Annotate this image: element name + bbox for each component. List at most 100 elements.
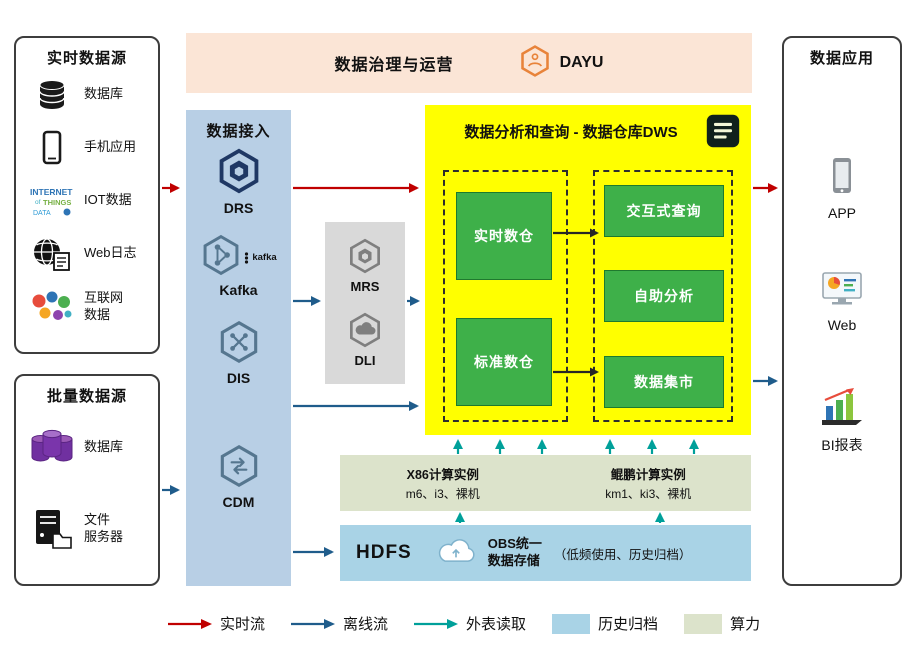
source-label: 手机应用	[84, 139, 137, 155]
x86-compute: X86计算实例 m6、i3、裸机	[340, 455, 546, 511]
web-dashboard-icon	[820, 272, 864, 312]
cdm-hexagon-icon	[217, 444, 261, 492]
dws-warehouse-box: 数据分析和查询 - 数据仓库DWS 实时数仓 标准数仓 交互式查询 自助分析 数…	[425, 105, 751, 435]
obs-label: OBS统一 数据存储	[487, 536, 542, 568]
legend-label: 历史归档	[598, 616, 659, 633]
legend-label: 算力	[730, 616, 761, 633]
legend-label: 离线流	[343, 616, 389, 633]
dws-title: 数据分析和查询 - 数据仓库DWS	[464, 124, 678, 141]
report-icon	[705, 113, 741, 154]
interactive-query-box: 交互式查询	[604, 185, 724, 237]
applications-panel: 数据应用 APP Web BI报表	[782, 36, 902, 586]
governance-banner: 数据治理与运营 DAYU	[186, 33, 752, 93]
service-label: MRS	[350, 279, 380, 294]
ingestion-title: 数据接入	[206, 123, 271, 140]
legend: 实时流 离线流 外表读取 历史归档 算力	[168, 613, 760, 634]
compute-swatch	[684, 613, 723, 634]
application-label: APP	[827, 205, 856, 221]
svg-text:of: of	[35, 199, 41, 206]
legend-item-archive: 历史归档	[552, 613, 658, 634]
dayu-brand: DAYU	[518, 44, 604, 83]
kunpeng-title: 鲲鹏计算实例	[610, 468, 686, 482]
legend-label: 外表读取	[466, 616, 527, 633]
legend-label: 实时流	[220, 616, 266, 633]
database-icon	[28, 77, 76, 113]
service-label: Kafka	[219, 282, 258, 298]
storage-box: HDFS OBS统一 数据存储 （低频使用、历史归档）	[340, 525, 751, 581]
source-label: Web日志	[84, 245, 137, 261]
kafka-logo-icon	[245, 251, 249, 264]
svg-text:INTERNET: INTERNET	[30, 187, 73, 197]
teal-arrow-icon	[414, 618, 459, 629]
legend-item-realtime: 实时流	[168, 613, 265, 634]
data-mart-box: 数据集市	[604, 356, 724, 408]
service-drs: DRS	[186, 148, 291, 216]
dws-header: 数据分析和查询 - 数据仓库DWS	[425, 105, 751, 154]
service-label: DLI	[354, 353, 376, 368]
ingestion-column: 数据接入 DRS kafka Kafka DIS	[186, 110, 291, 586]
svg-text:DATA: DATA	[33, 210, 51, 217]
batch-sources-panel: 批量数据源 数据库 文件 服务器	[14, 374, 160, 586]
kunpeng-compute: 鲲鹏计算实例 km1、ki3、裸机	[546, 455, 752, 511]
internet-data-icon	[28, 290, 76, 324]
legend-item-external-read: 外表读取	[414, 613, 526, 634]
source-item-weblog: Web日志	[16, 227, 158, 280]
source-label: 数据库	[84, 86, 124, 102]
application-label: Web	[827, 317, 857, 333]
source-label: IOT数据	[84, 192, 132, 208]
service-kafka: kafka Kafka	[186, 234, 291, 298]
mobile-phone-icon	[28, 130, 76, 166]
kunpeng-spec: km1、ki3、裸机	[605, 487, 692, 501]
warehouse-group-border	[443, 170, 568, 422]
blue-arrow-icon	[291, 618, 336, 629]
application-bi: BI报表	[784, 386, 900, 455]
source-label: 数据库	[84, 438, 124, 454]
hdfs-label: HDFS	[356, 542, 412, 563]
mrs-hexagon-icon	[347, 238, 383, 278]
drs-hexagon-icon	[216, 148, 262, 198]
bi-report-icon	[820, 388, 864, 430]
service-cdm: CDM	[186, 444, 291, 510]
obs-cloud-icon	[434, 536, 478, 571]
self-service-analysis-box: 自助分析	[604, 270, 724, 322]
source-item-database: 数据库	[16, 68, 158, 121]
source-item-internet: 互联网 数据	[16, 280, 158, 333]
x86-spec: m6、i3、裸机	[405, 487, 480, 501]
globe-document-icon	[28, 236, 76, 272]
dayu-hexagon-icon	[518, 44, 552, 83]
source-label: 互联网 数据	[84, 289, 124, 322]
service-label: DRS	[223, 200, 254, 216]
application-app: APP	[784, 156, 900, 221]
source-item-batch-database: 数据库	[16, 406, 158, 488]
dayu-label: DAYU	[559, 54, 604, 71]
processing-box: MRS DLI	[325, 222, 405, 384]
file-server-icon	[28, 508, 76, 550]
obs-note: （低频使用、历史归档）	[553, 547, 692, 562]
realtime-sources-title: 实时数据源	[46, 50, 127, 67]
legend-item-compute: 算力	[684, 613, 760, 634]
service-label: CDM	[222, 494, 255, 510]
legend-item-offline: 离线流	[291, 613, 388, 634]
x86-title: X86计算实例	[406, 468, 479, 482]
kafka-hexagon-icon	[200, 234, 242, 281]
archive-swatch	[552, 613, 591, 634]
service-dli: DLI	[325, 312, 405, 368]
purple-database-icon	[28, 427, 76, 467]
services-group-border	[593, 170, 733, 422]
service-label: DIS	[226, 370, 251, 386]
source-item-file-server: 文件 服务器	[16, 488, 158, 570]
service-mrs: MRS	[325, 238, 405, 294]
realtime-warehouse-box: 实时数仓	[456, 192, 552, 280]
app-phone-icon	[825, 158, 859, 200]
service-dis: DIS	[186, 320, 291, 386]
svg-text:THINGS: THINGS	[43, 198, 71, 207]
standard-warehouse-box: 标准数仓	[456, 318, 552, 406]
dli-hexagon-icon	[347, 312, 383, 352]
source-label: 文件 服务器	[84, 512, 124, 544]
red-arrow-icon	[168, 618, 212, 629]
compute-instances-box: X86计算实例 m6、i3、裸机 鲲鹏计算实例 km1、ki3、裸机	[340, 455, 751, 511]
